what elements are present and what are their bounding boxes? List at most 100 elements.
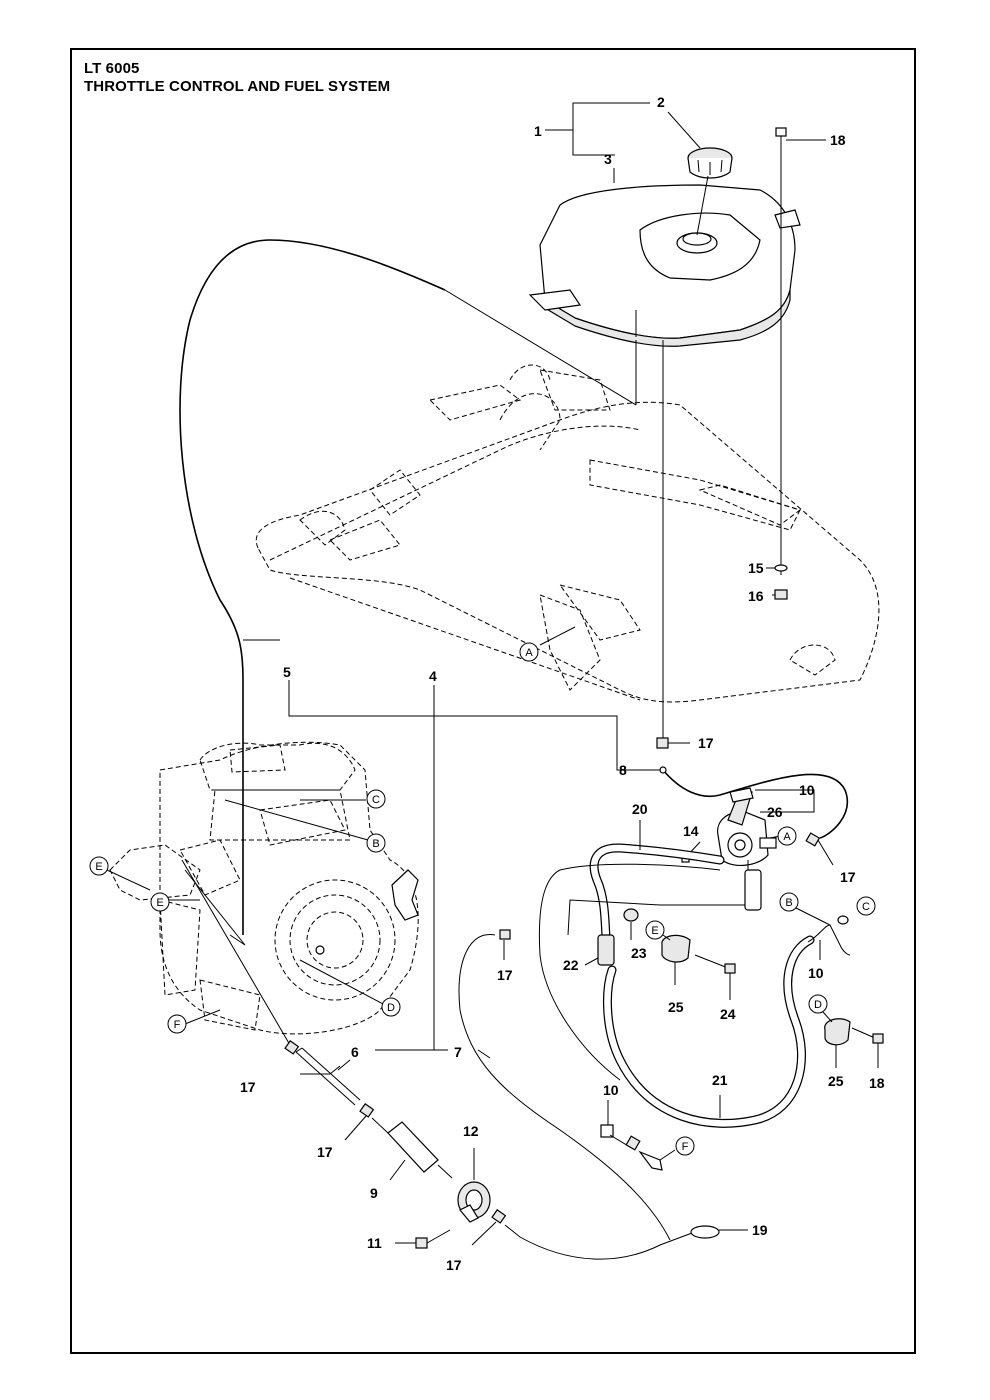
callout-10-top: 10 bbox=[799, 782, 815, 798]
fuel-hose-21 bbox=[602, 935, 815, 1128]
callout-22: 22 bbox=[563, 957, 579, 973]
cable-end-8 bbox=[659, 766, 667, 774]
callout-25-right: 25 bbox=[828, 1073, 844, 1089]
cable-clip-17-top bbox=[656, 737, 690, 749]
callout-7: 7 bbox=[454, 1044, 462, 1060]
leader-F1 bbox=[184, 1009, 221, 1025]
callout-12: 12 bbox=[463, 1123, 479, 1139]
bolt-24 bbox=[694, 954, 736, 1000]
engine-fuel-line bbox=[181, 859, 291, 1046]
diagram-title: THROTTLE CONTROL AND FUEL SYSTEM bbox=[84, 78, 391, 95]
hose-clamp-17-f bbox=[471, 1209, 507, 1246]
callout-17-left: 17 bbox=[240, 1079, 256, 1095]
throttle-cable bbox=[179, 239, 446, 935]
ref-letter-B1: B bbox=[372, 838, 379, 850]
throttle-lever-assembly bbox=[711, 787, 777, 911]
ref-letter-E2: E bbox=[156, 897, 163, 909]
nut-16 bbox=[772, 589, 788, 600]
callout-3: 3 bbox=[604, 151, 612, 167]
callout-21: 21 bbox=[712, 1072, 728, 1088]
ref-circle-B2: B bbox=[779, 892, 799, 912]
ref-letter-E3: E bbox=[651, 925, 658, 937]
callout-11: 11 bbox=[367, 1235, 382, 1251]
hose-clamp-17-c bbox=[499, 929, 511, 960]
callout-10-lower: 10 bbox=[603, 1082, 619, 1098]
fuel-line-7-lower bbox=[504, 1224, 701, 1260]
leader-2 bbox=[667, 111, 701, 149]
bolt-11 bbox=[395, 1229, 451, 1249]
ref-letter-C2: C bbox=[862, 901, 870, 913]
leader-7 bbox=[477, 1049, 491, 1059]
cable-leader bbox=[444, 289, 637, 406]
hose-clamp-17-b bbox=[359, 1103, 375, 1118]
ref-circle-F2: F bbox=[675, 1136, 695, 1156]
cable-clip-17-right bbox=[805, 832, 834, 866]
bracket-10-26 bbox=[772, 789, 815, 813]
ring-terminal bbox=[837, 915, 849, 925]
callout-9: 9 bbox=[370, 1185, 378, 1201]
callout-6: 6 bbox=[351, 1044, 359, 1060]
callout-17-mid: 17 bbox=[497, 967, 513, 983]
leader-B2 bbox=[795, 907, 831, 926]
leader-5-8 bbox=[288, 680, 632, 771]
engine-fuel-line-2 bbox=[184, 869, 246, 946]
fuel-filter-9 bbox=[371, 1117, 453, 1179]
callout-10-mid: 10 bbox=[808, 965, 824, 981]
callout-19: 19 bbox=[752, 1222, 768, 1238]
callout-4: 4 bbox=[429, 668, 437, 684]
callout-17-bottom: 17 bbox=[446, 1257, 462, 1273]
callout-17-right: 17 bbox=[840, 869, 856, 885]
ref-letter-E1: E bbox=[95, 861, 102, 873]
hose-clamp-17-a bbox=[284, 1040, 300, 1055]
callout-24: 24 bbox=[720, 1006, 736, 1022]
washer-15 bbox=[772, 564, 788, 572]
bracket-1-2-3 bbox=[572, 102, 650, 156]
ref-circle-A2: A bbox=[777, 826, 797, 846]
callout-14: 14 bbox=[683, 823, 699, 839]
callout-25-mid: 25 bbox=[668, 999, 684, 1015]
fuel-pump-12 bbox=[457, 1148, 491, 1223]
leader-9 bbox=[389, 1159, 406, 1181]
choke-cable-8 bbox=[662, 769, 848, 839]
ref-letter-A1: A bbox=[525, 647, 533, 659]
callout-1: 1 bbox=[534, 123, 542, 139]
model-number: LT 6005 bbox=[84, 60, 140, 77]
ref-letter-F2: F bbox=[682, 1141, 689, 1153]
wire-10 bbox=[807, 924, 851, 956]
page-title: LT 6005 THROTTLE CONTROL AND FUEL SYSTEM bbox=[84, 60, 390, 96]
ref-circle-F1: F bbox=[167, 1014, 187, 1034]
leader-17-b bbox=[344, 1115, 367, 1141]
fuel-hose-6 bbox=[295, 1047, 361, 1106]
ref-letter-B2: B bbox=[785, 897, 792, 909]
callout-5: 5 bbox=[283, 664, 291, 680]
grommet-23 bbox=[623, 908, 639, 940]
chassis-frame bbox=[255, 364, 880, 703]
callout-17-filter: 17 bbox=[317, 1144, 333, 1160]
leader-A1 bbox=[539, 626, 576, 646]
ref-letter-C1: C bbox=[372, 794, 380, 806]
leader-6 bbox=[337, 1059, 351, 1071]
ref-circle-E3: E bbox=[645, 920, 665, 940]
ref-circle-E2: E bbox=[150, 892, 170, 912]
choke-cable-10-lower bbox=[600, 1100, 676, 1171]
callout-2: 2 bbox=[657, 94, 665, 110]
leader-17-a2 bbox=[329, 1065, 341, 1075]
leader-D1 bbox=[299, 959, 384, 1005]
engine bbox=[109, 741, 419, 1035]
callout-15: 15 bbox=[748, 560, 764, 576]
connector-22 bbox=[584, 934, 615, 966]
callout-8: 8 bbox=[619, 762, 627, 778]
fuel-cap bbox=[687, 147, 733, 236]
ref-circle-D1: D bbox=[381, 997, 401, 1017]
clip-25-b bbox=[824, 1018, 851, 1068]
fuel-line-7 bbox=[458, 933, 671, 1241]
leader-E1 bbox=[106, 869, 151, 891]
ref-letter-F1: F bbox=[174, 1019, 181, 1031]
ref-letter-A2: A bbox=[783, 831, 791, 843]
valve-line-2 bbox=[538, 863, 721, 1081]
ref-circle-E1: E bbox=[89, 856, 109, 876]
ref-circle-C1: C bbox=[366, 789, 386, 809]
callout-18-right: 18 bbox=[869, 1075, 885, 1091]
leader-B1 bbox=[224, 799, 369, 841]
callout-26: 26 bbox=[767, 804, 783, 820]
